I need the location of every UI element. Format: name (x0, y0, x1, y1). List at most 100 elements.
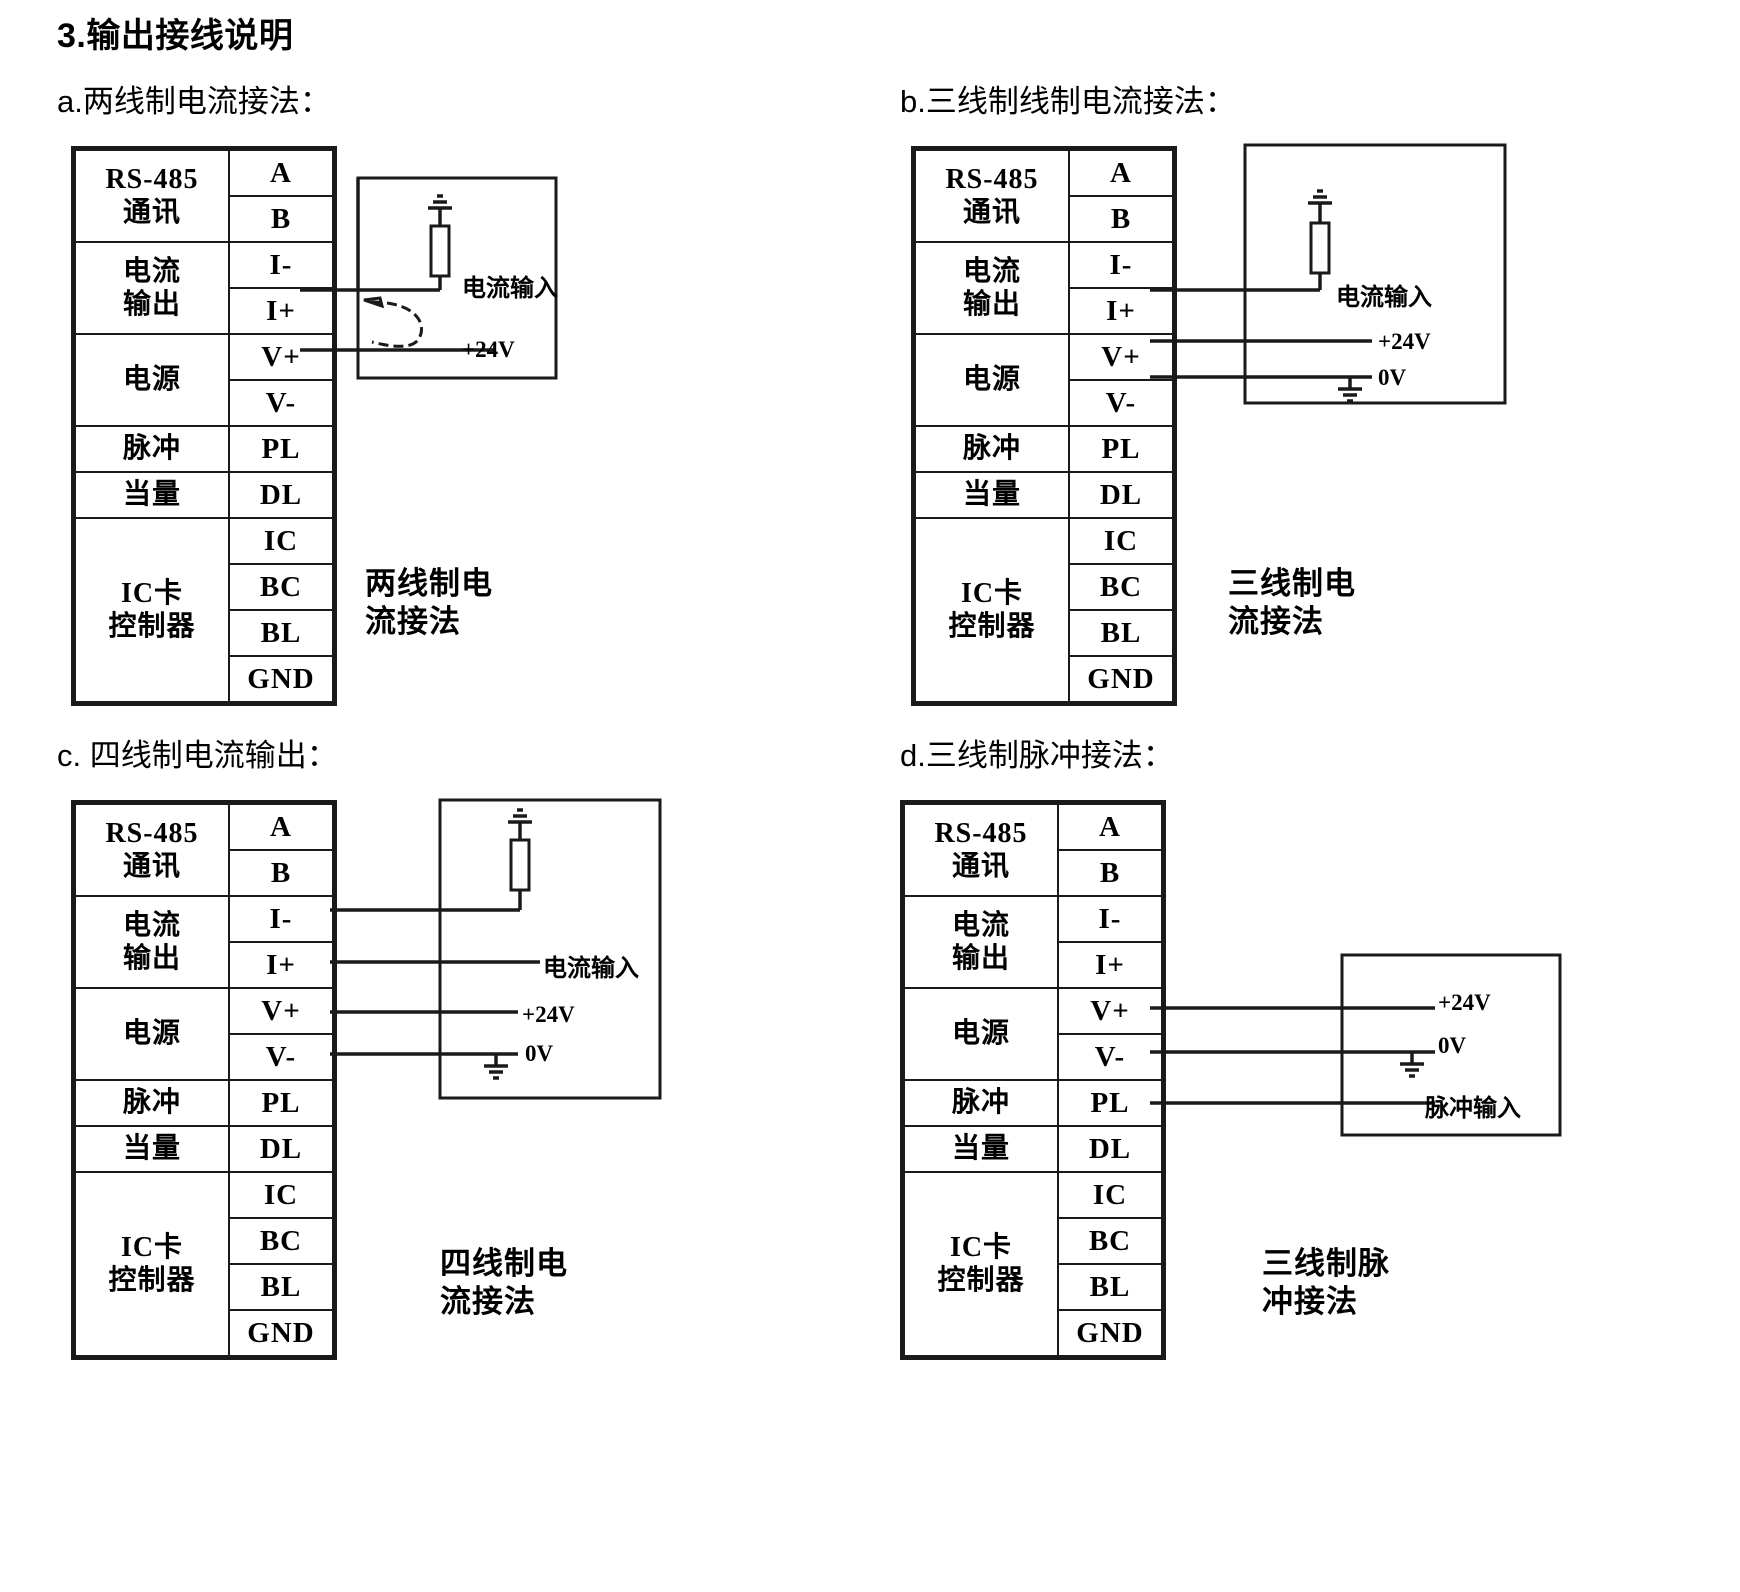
label-24v-b: +24V (1378, 329, 1431, 354)
pin-gnd: GND (1068, 655, 1174, 703)
table-row: 电源 V+ (74, 333, 334, 427)
pin-dl: DL (1057, 1125, 1163, 1173)
group-label-line1: IC卡 (120, 1231, 184, 1263)
schematic-c (330, 798, 690, 1100)
group-label-ic-card: IC卡 控制器 (74, 517, 230, 703)
group-label-ic-card: IC卡 控制器 (903, 1171, 1059, 1357)
caption-line1: 四线制电 (440, 1246, 568, 1281)
group-label-pulse: 脉冲 (903, 1079, 1059, 1127)
table-row: RS-485 通讯 A (903, 803, 1163, 897)
schematic-b (1150, 143, 1570, 415)
table-row: GND (75, 1309, 334, 1357)
table-row: GND (904, 1309, 1163, 1357)
pin-i-plus: I+ (1068, 287, 1174, 335)
pin-bl: BL (228, 609, 334, 657)
group-label-power: 电源 (74, 987, 230, 1081)
group-label-line2: 控制器 (108, 611, 196, 642)
group-label-current-output: 电流 输出 (74, 241, 230, 335)
group-label-line1: 电流 (951, 909, 1010, 941)
table-row: 脉冲 PL (914, 425, 1174, 473)
group-label-line2: 输出 (122, 289, 181, 320)
pin-bl: BL (1068, 609, 1174, 657)
terminal-table-a: RS-485 通讯 A B 电流 输出 I- I+ 电源 V+ (71, 146, 337, 706)
pin-a: A (228, 803, 334, 851)
table-row: B (915, 195, 1174, 243)
table-row: 脉冲 PL (903, 1079, 1163, 1127)
caption-b: 三线制电 流接法 (1228, 565, 1356, 641)
table-row: BL (915, 609, 1174, 657)
table-row: RS-485 通讯 A (74, 803, 334, 897)
label-current-input-b: 电流输入 (1336, 285, 1432, 311)
table-row: IC卡 控制器 IC (74, 1171, 334, 1357)
terminal-table-c: RS-485 通讯 A B 电流 输出 I- I+ 电源 V+ (71, 800, 337, 1360)
caption-line1: 两线制电 (365, 566, 493, 601)
pin-pl: PL (228, 425, 334, 473)
group-label-current-output: 电流 输出 (914, 241, 1070, 335)
group-label-equivalent: 当量 (903, 1125, 1059, 1173)
pin-b: B (228, 195, 334, 243)
pin-v-plus: V+ (1057, 987, 1163, 1035)
group-label-line1: RS-485 (105, 817, 199, 849)
pin-b: B (1057, 849, 1163, 897)
table-row: 电源 V+ (903, 987, 1163, 1081)
group-label-line1: IC卡 (120, 577, 184, 609)
table-row: V- (75, 1033, 334, 1081)
caption-line1: 三线制电 (1228, 566, 1356, 601)
schematic-d (1150, 953, 1570, 1190)
table-row: 脉冲 PL (74, 425, 334, 473)
label-0v-d: 0V (1438, 1033, 1467, 1058)
diagram-a-heading: a.两线制电流接法： (57, 84, 331, 119)
table-row: 当量 DL (903, 1125, 1163, 1173)
group-label-rs485: RS-485 通讯 (903, 803, 1059, 897)
pin-v-minus: V- (1068, 379, 1174, 427)
pin-bl: BL (1057, 1263, 1163, 1311)
caption-line2: 流接法 (365, 603, 461, 639)
table-row: V- (904, 1033, 1163, 1081)
caption-d: 三线制脉 冲接法 (1262, 1245, 1390, 1321)
table-row: RS-485 通讯 A (74, 149, 334, 243)
terminal-table-b: RS-485 通讯 A B 电流 输出 I- I+ 电源 V+ (911, 146, 1177, 706)
table-row: I+ (75, 941, 334, 989)
pin-dl: DL (228, 471, 334, 519)
pin-bc: BC (228, 1217, 334, 1265)
group-label-rs485: RS-485 通讯 (74, 803, 230, 897)
pin-i-minus: I- (228, 895, 334, 943)
pin-i-minus: I- (1068, 241, 1174, 289)
table-row: GND (915, 655, 1174, 703)
pin-bc: BC (1068, 563, 1174, 611)
group-label-rs485: RS-485 通讯 (914, 149, 1070, 243)
pin-ic: IC (1057, 1171, 1163, 1219)
group-label-pulse: 脉冲 (914, 425, 1070, 473)
group-label-line2: 通讯 (962, 197, 1021, 228)
pin-i-plus: I+ (1057, 941, 1163, 989)
table-row: 当量 DL (74, 1125, 334, 1173)
pin-v-plus: V+ (228, 987, 334, 1035)
pin-v-plus: V+ (1068, 333, 1174, 381)
group-label-power: 电源 (903, 987, 1059, 1081)
table-row: BC (915, 563, 1174, 611)
pin-v-minus: V- (228, 379, 334, 427)
group-label-power: 电源 (914, 333, 1070, 427)
table-row: I+ (915, 287, 1174, 335)
diagram-d-heading: d.三线制脉冲接法： (900, 738, 1174, 773)
group-label-line1: 电流 (122, 909, 181, 941)
pin-b: B (1068, 195, 1174, 243)
table-row: 当量 DL (914, 471, 1174, 519)
table-row: 电源 V+ (74, 987, 334, 1081)
pin-bc: BC (1057, 1217, 1163, 1265)
table-row: 电流 输出 I- (74, 241, 334, 335)
group-label-line2: 通讯 (122, 197, 181, 228)
group-label-line2: 控制器 (948, 611, 1036, 642)
label-24v-c: +24V (522, 1002, 575, 1027)
pin-bl: BL (228, 1263, 334, 1311)
table-row: RS-485 通讯 A (914, 149, 1174, 243)
label-pulse-input-d: 脉冲输入 (1425, 1096, 1521, 1122)
group-label-equivalent: 当量 (74, 471, 230, 519)
group-label-equivalent: 当量 (914, 471, 1070, 519)
group-label-power: 电源 (74, 333, 230, 427)
pin-a: A (1057, 803, 1163, 851)
group-label-pulse: 脉冲 (74, 1079, 230, 1127)
pin-i-minus: I- (228, 241, 334, 289)
caption-line2: 流接法 (1228, 603, 1324, 639)
